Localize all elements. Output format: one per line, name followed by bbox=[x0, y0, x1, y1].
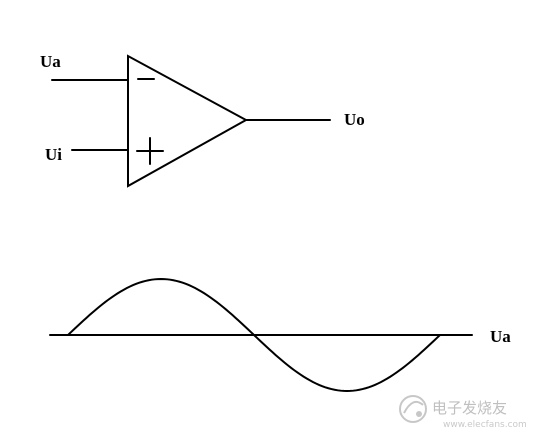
output-label: Uo bbox=[344, 110, 365, 129]
watermark: 电子发烧友 www.elecfans.com bbox=[399, 395, 527, 430]
watermark-text: 电子发烧友 bbox=[432, 399, 507, 417]
waveform: Ua bbox=[49, 277, 511, 393]
watermark-logo-icon bbox=[399, 395, 427, 423]
noninverting-input-label: Ui bbox=[45, 145, 62, 164]
inverting-input-label: Ua bbox=[40, 52, 61, 71]
plus-sign bbox=[136, 137, 164, 165]
sine-wave bbox=[67, 277, 441, 393]
waveform-axis-label: Ua bbox=[490, 327, 511, 346]
watermark-url: www.elecfans.com bbox=[443, 420, 527, 430]
op-amp-triangle bbox=[127, 54, 249, 188]
op-amp: Ua Ui Uo bbox=[40, 52, 365, 188]
